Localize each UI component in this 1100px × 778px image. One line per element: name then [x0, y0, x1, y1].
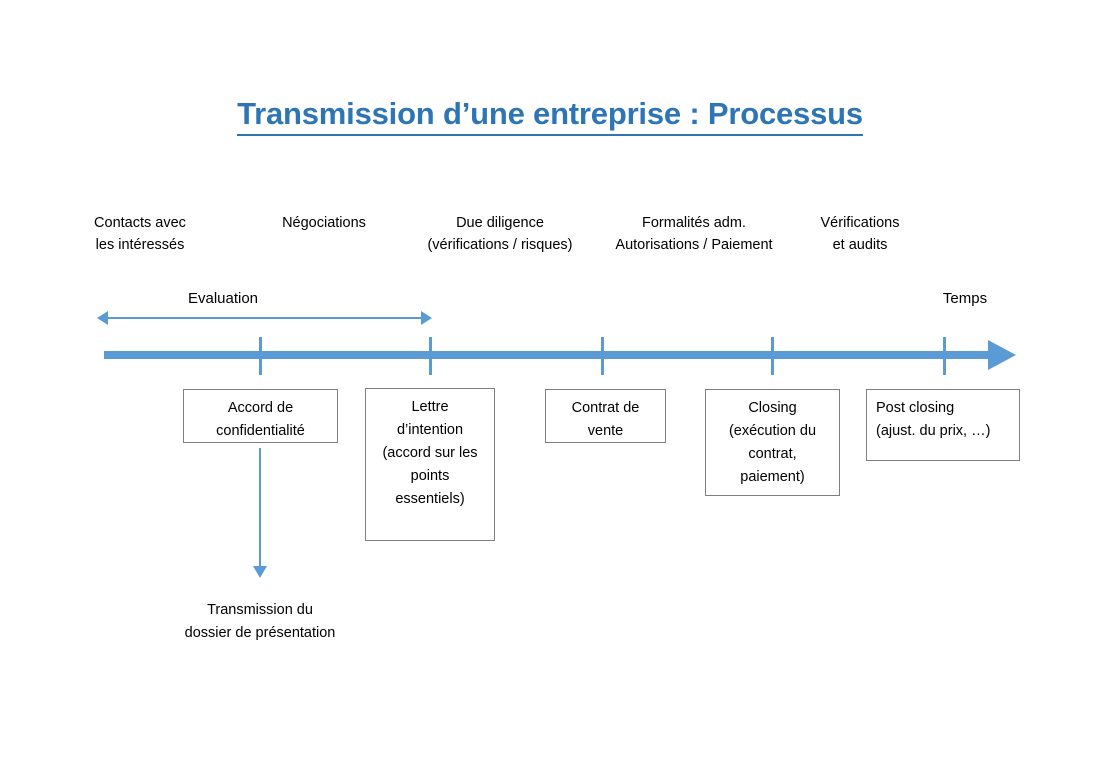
timeline-axis-bar [104, 351, 992, 359]
timeline-tick [429, 337, 432, 375]
annotation-arrow-line [259, 448, 261, 568]
page-title-text: Transmission d’une entreprise : Processu… [237, 96, 863, 136]
timeline-tick [771, 337, 774, 375]
timeline-tick [259, 337, 262, 375]
milestone-box-post-closing[interactable]: Post closing (ajust. du prix, …) [866, 389, 1020, 461]
milestone-box-accord-confidentialite[interactable]: Accord de confidentialité [183, 389, 338, 443]
phase-label-negociations: Négociations [282, 215, 366, 231]
timeline-tick [943, 337, 946, 375]
milestone-box-contrat-de-vente[interactable]: Contrat de vente [545, 389, 666, 443]
axis-end-label: Temps [942, 290, 988, 307]
annotation-transmission-dossier: Transmission du dossier de présentation [184, 602, 336, 641]
timeline-tick [601, 337, 604, 375]
annotation-arrow-head-icon [253, 566, 267, 578]
phase-label-verifications: Vérifications et audits [820, 215, 900, 253]
evaluation-arrow-left-head-icon [97, 311, 108, 325]
evaluation-arrow-right-head-icon [421, 311, 432, 325]
phase-label-contacts: Contacts avec les intéressés [94, 215, 186, 253]
page-title: Transmission d’une entreprise : Processu… [0, 96, 1100, 136]
evaluation-arrow-line [107, 317, 423, 319]
timeline-arrow-head-icon [988, 340, 1016, 370]
milestone-box-closing[interactable]: Closing (exécution du contrat, paiement) [705, 389, 840, 496]
milestone-box-lettre-intention[interactable]: Lettre d’intention (accord sur les point… [365, 388, 495, 541]
phase-label-formalites: Formalités adm. Autorisations / Paiement [615, 215, 773, 253]
phase-label-due-diligence: Due diligence (vérifications / risques) [427, 215, 573, 253]
evaluation-label: Evaluation [187, 290, 259, 307]
